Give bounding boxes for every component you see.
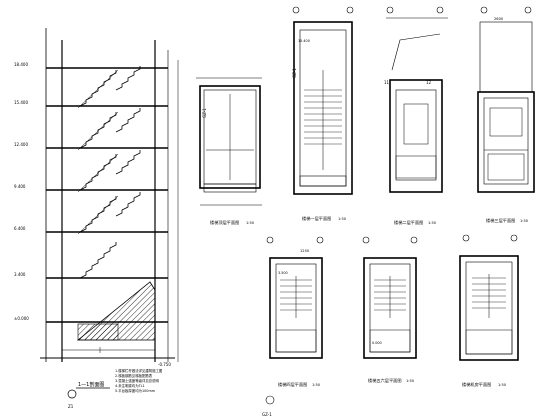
- plan-title: 楼梯机房平面图: [462, 381, 491, 388]
- plan-scale: 1:50: [428, 221, 437, 225]
- floor-slabs: [40, 67, 175, 359]
- stair-flights: [77, 66, 141, 279]
- plan-title: 楼梯二层平面图: [394, 219, 423, 226]
- plan-scale: 1:50: [246, 221, 255, 225]
- plan-scale: 1:50: [338, 217, 347, 221]
- elevation-label: 6.400: [14, 226, 26, 231]
- plan-machine-room-drawing: [459, 234, 519, 361]
- axis-bubble: [67, 389, 77, 399]
- bottom-axis-bubble: [265, 395, 275, 405]
- note-line: 3.混凝土强度等级详见总说明: [115, 378, 160, 383]
- plan-scale: 1:50: [498, 383, 507, 387]
- axis-tag: Z1: [68, 404, 74, 409]
- section-title: 1—1剖面图: [78, 381, 104, 388]
- plan-fifth-sixth-floor-drawing: [362, 236, 418, 359]
- section-notes: 1.楼梯栏杆做法详见建筑施工图 2.梯板钢筋见梯板配筋表 3.混凝土强度等级详见…: [115, 368, 163, 393]
- elevation-label: -0.750: [158, 362, 171, 367]
- note-line: 5.平台板厚度均为100mm: [115, 388, 156, 393]
- plan-title: 楼梯四层平面图: [278, 381, 307, 388]
- plan-scale: 1:50: [520, 219, 529, 223]
- plan-title: 楼梯一层平面图: [302, 215, 331, 222]
- elevation-label: 15.400: [14, 100, 28, 105]
- plan-third-floor-drawing: [477, 6, 535, 193]
- dimension-label: 1250: [300, 249, 310, 253]
- elevation-label: ±0.000: [14, 316, 29, 321]
- plan-title: 楼梯五六层平面图: [368, 377, 402, 384]
- plan-roof-drawing: [196, 77, 262, 206]
- dimension-label: 2600: [494, 17, 504, 21]
- axis-number: 12: [426, 80, 432, 85]
- level-mark: 15.400: [298, 39, 310, 43]
- level-mark: 3.500: [278, 271, 288, 275]
- elevation-label: 3.400: [14, 272, 26, 277]
- plan-label: GZ-1: [202, 108, 207, 118]
- section-1-1-drawing: [40, 28, 179, 362]
- plan-fourth-floor-drawing: [266, 236, 324, 359]
- note-line: 2.梯板钢筋见梯板配筋表: [115, 373, 153, 378]
- note-line: 1.楼梯栏杆做法详见建筑施工图: [115, 368, 163, 373]
- plan-title: 楼梯三层平面图: [486, 217, 515, 224]
- plan-scale: 1:50: [406, 379, 415, 383]
- level-mark: 0.000: [372, 341, 382, 345]
- plan-second-floor-drawing: [386, 6, 448, 193]
- axis-number: 11: [384, 80, 390, 85]
- elevation-label: 12.400: [14, 142, 28, 147]
- elevation-label: 18.400: [14, 62, 28, 67]
- note-line: 4.未注明梁均为TL1: [115, 383, 145, 388]
- elevation-label: 9.400: [14, 184, 26, 189]
- plan-scale: 1:50: [312, 383, 321, 387]
- elevation-labels: 18.400 15.400 12.400 9.400 6.400 3.400 ±…: [14, 62, 171, 367]
- plan-title: 楼梯顶层平面图: [210, 219, 239, 226]
- plan-label: GZ-1: [292, 68, 297, 78]
- plan-first-floor-drawing: [292, 6, 354, 195]
- bottom-label: GZ-1: [262, 412, 272, 417]
